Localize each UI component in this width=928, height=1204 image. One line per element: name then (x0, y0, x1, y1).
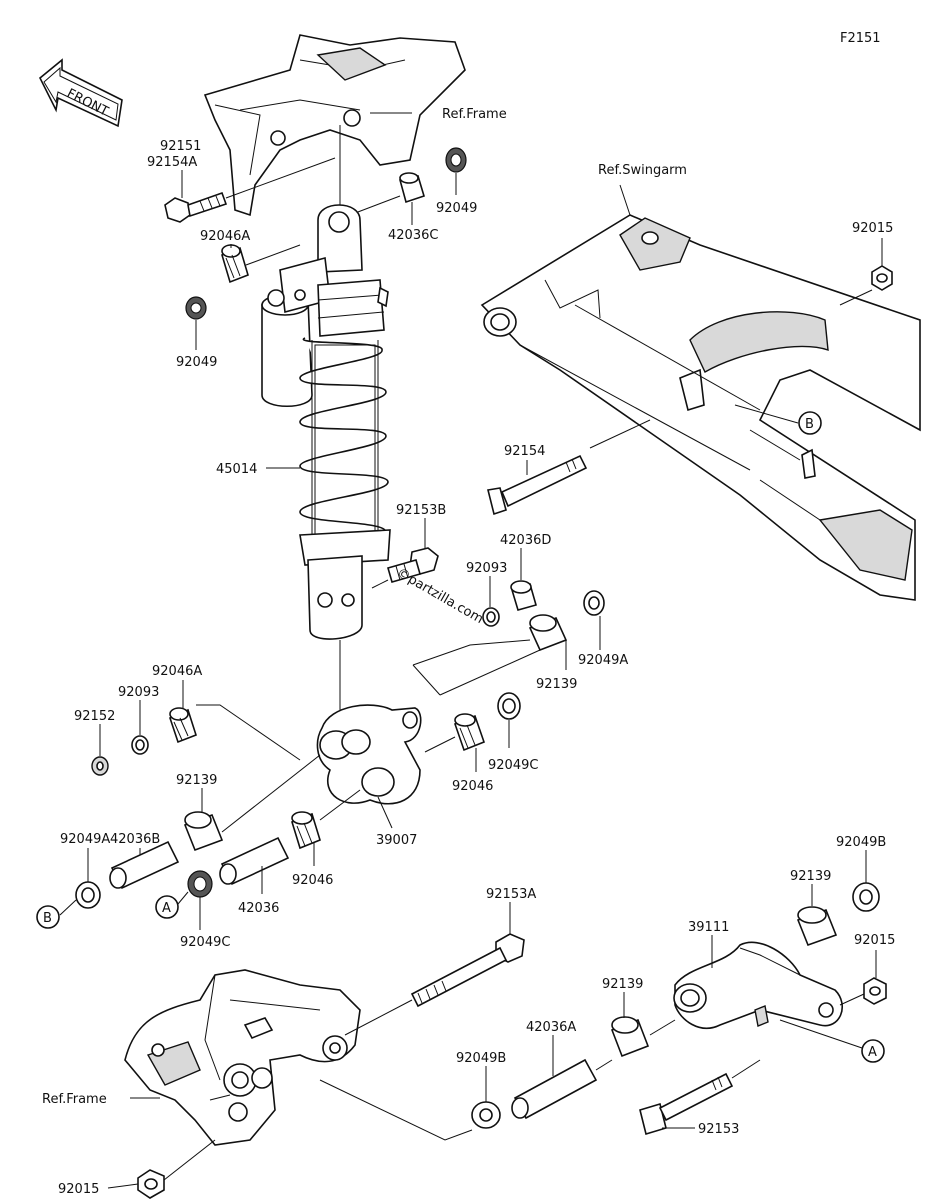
bolt-92153A (410, 933, 525, 1008)
label-ref-frame-top: Ref.Frame (442, 107, 507, 122)
leader-92151 (225, 157, 336, 199)
label-ref-swingarm: Ref.Swingarm (598, 163, 687, 178)
callout-a-right: A (779, 1019, 885, 1063)
washer-92049B-right (852, 882, 880, 912)
label-92015-top: 92015 (852, 221, 893, 236)
link-39111 (673, 941, 844, 1030)
label-92153B: 92153B (396, 503, 446, 518)
bearing-92046A-top (221, 244, 249, 284)
label-92153: 92153 (698, 1122, 739, 1137)
callout-b-low: B (36, 899, 77, 929)
washer-92049-left (185, 296, 207, 320)
figure-code: F2151 (840, 31, 881, 46)
washer-92152 (91, 756, 109, 776)
svg-text:B: B (805, 417, 814, 432)
bearing-92046A-mid (169, 707, 197, 744)
bolt-92153B (387, 547, 439, 583)
front-arrow-icon: FRONT (38, 58, 123, 128)
label-45014: 45014 (216, 462, 257, 477)
label-92152: 92152 (74, 709, 115, 724)
label-92093-mid: 92093 (118, 685, 159, 700)
label-92154: 92154 (504, 444, 545, 459)
svg-text:A: A (868, 1045, 877, 1060)
svg-text:A: A (162, 901, 171, 916)
washer-92093-mid (131, 735, 149, 755)
label-92049C-mid: 92049C (488, 758, 538, 773)
label-42036C: 42036C (388, 228, 438, 243)
label-92049B-low: 92049B (456, 1051, 506, 1066)
label-ref-frame-low: Ref.Frame (42, 1092, 107, 1107)
label-39007: 39007 (376, 833, 417, 848)
label-42036: 42036 (238, 901, 279, 916)
label-92046-mid: 92046 (452, 779, 493, 794)
label-92046A-mid: 92046A (152, 664, 202, 679)
lower-frame (124, 969, 361, 1146)
label-92139-mid: 92139 (176, 773, 217, 788)
label-42036A: 42036A (526, 1020, 576, 1035)
bearing-92046-low (291, 811, 321, 850)
callout-b-swingarm: B (734, 404, 822, 435)
label-92049B-right: 92049B (836, 835, 886, 850)
sleeve-42036 (219, 836, 290, 886)
label-92049-top: 92049 (436, 201, 477, 216)
label-92139-low: 92139 (602, 977, 643, 992)
washer-92049-top (445, 147, 467, 173)
label-92093-top: 92093 (466, 561, 507, 576)
washer-92049A-top (583, 590, 605, 616)
collar-92139-mid (183, 811, 224, 852)
washer-92093-top (482, 607, 500, 627)
rear-shock-45014 (261, 204, 391, 640)
label-92049C-low: 92049C (180, 935, 230, 950)
label-42036B: 42036B (110, 832, 160, 847)
washer-92049C-mid (497, 692, 521, 720)
collar-92139-top (528, 614, 568, 652)
label-92154A: 92154A (147, 155, 197, 170)
label-92046-low: 92046 (292, 873, 333, 888)
rocker-39007 (316, 704, 422, 805)
label-92153A: 92153A (486, 887, 536, 902)
bolt-92151 (164, 191, 228, 223)
nut-92015-low (137, 1169, 165, 1199)
upper-frame-bracket (203, 34, 466, 217)
label-92049A-top: 92049A (578, 653, 628, 668)
swingarm (480, 214, 921, 601)
callout-a-low: A (155, 891, 189, 919)
label-92151: 92151 (160, 139, 201, 154)
label-92015-right: 92015 (854, 933, 895, 948)
label-92015-low: 92015 (58, 1182, 99, 1197)
collar-42036C (399, 172, 425, 204)
collar-92139-right (796, 906, 838, 947)
nut-92015-top (871, 265, 893, 291)
sleeve-42036A (511, 1058, 598, 1120)
washer-92049B-low (471, 1101, 501, 1129)
label-42036D: 42036D (500, 533, 551, 548)
collar-92139-low (610, 1016, 650, 1058)
label-92049A-low: 92049A (60, 832, 110, 847)
label-92139-top: 92139 (536, 677, 577, 692)
svg-text:B: B (43, 911, 52, 926)
nut-92015-right (863, 977, 887, 1005)
bearing-92046-mid (453, 713, 486, 752)
washer-92049A-low (75, 881, 101, 909)
washer-92049C-low (187, 870, 213, 898)
collar-42036D (510, 580, 537, 611)
label-92139-right: 92139 (790, 869, 831, 884)
label-39111: 39111 (688, 920, 729, 935)
label-92049-left: 92049 (176, 355, 217, 370)
bolt-92154 (487, 454, 588, 516)
label-92046A-top: 92046A (200, 229, 250, 244)
sleeve-42036B (109, 840, 180, 890)
